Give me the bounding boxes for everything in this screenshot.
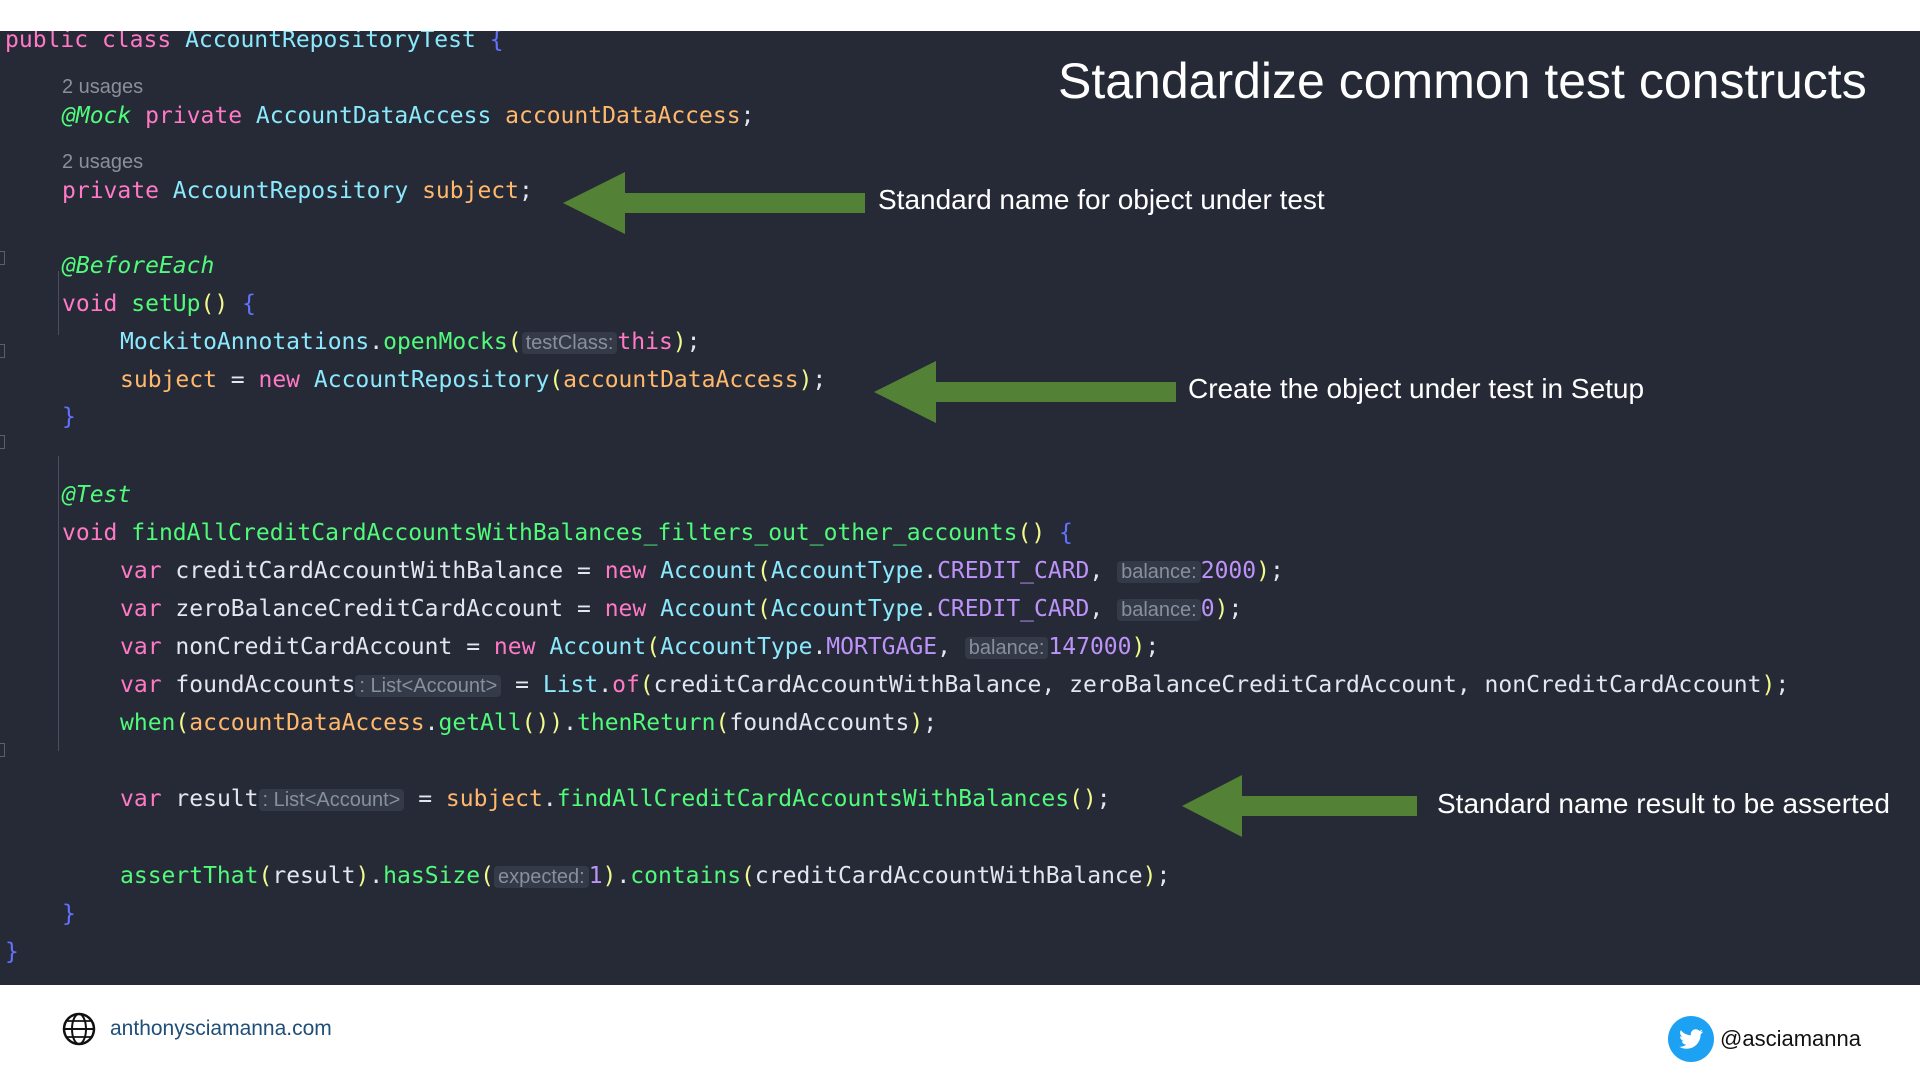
parameter-hint: testClass: — [521, 332, 618, 354]
keyword: var — [120, 558, 162, 584]
number-literal: 147000 — [1048, 634, 1132, 660]
callout-setup: Create the object under test in Setup — [1188, 373, 1645, 404]
method-name: assertThat — [120, 863, 259, 889]
annotation: @BeforeEach — [62, 253, 215, 279]
field-name: accountDataAccess — [563, 367, 799, 393]
method-name: openMocks — [383, 329, 508, 355]
keyword: void — [62, 520, 118, 546]
indent-guide — [58, 271, 59, 335]
field-name: subject — [422, 178, 519, 204]
code-line-var-credit[interactable]: var creditCardAccountWithBalance = new A… — [120, 558, 1284, 584]
method-name: of — [612, 672, 640, 698]
class-name: AccountRepository — [313, 367, 550, 393]
brace: { — [489, 31, 504, 53]
fold-marker[interactable] — [0, 344, 5, 358]
enum-constant: CREDIT_CARD — [937, 558, 1090, 584]
fold-marker[interactable] — [0, 743, 5, 757]
code-line-var-zero[interactable]: var zeroBalanceCreditCardAccount = new A… — [120, 596, 1243, 622]
annotation: @Mock — [62, 103, 132, 129]
parameter-hint: balance: — [1117, 561, 1201, 583]
keyword: public — [5, 31, 89, 53]
number-literal: 2000 — [1200, 558, 1257, 584]
brace: { — [242, 291, 256, 317]
code-line-assert[interactable]: assertThat(result).hasSize(expected:1).c… — [120, 863, 1171, 889]
twitter-bird-icon — [1668, 1016, 1714, 1062]
variable-name: creditCardAccountWithBalance — [175, 558, 564, 584]
fold-marker[interactable] — [0, 251, 5, 265]
parameter-hint: balance: — [964, 637, 1049, 659]
keyword: new — [258, 367, 301, 393]
code-line-close-brace[interactable]: } — [62, 901, 76, 927]
code-line-beforeeach[interactable]: @BeforeEach — [62, 250, 214, 282]
code-line-mock-field[interactable]: @Mock private AccountDataAccess accountD… — [62, 100, 754, 132]
field-name: accountDataAccess — [505, 103, 741, 129]
keyword: class — [101, 31, 172, 53]
annotation: @Test — [62, 482, 132, 508]
keyword: private — [145, 103, 243, 129]
code-line-var-result[interactable]: var result: List<Account> = subject.find… — [120, 786, 1111, 812]
code-line-setup-method[interactable]: void setUp() { — [62, 288, 256, 320]
number-literal: 0 — [1200, 596, 1215, 622]
code-line-close-brace[interactable]: } — [62, 401, 76, 433]
parameter-hint: balance: — [1117, 599, 1201, 621]
code-line-var-found[interactable]: var foundAccounts: List<Account> = List.… — [120, 672, 1790, 698]
footer-website[interactable]: anthonysciamanna.com — [62, 1012, 332, 1046]
type-name: AccountRepository — [172, 178, 409, 204]
method-name: when — [120, 710, 176, 736]
class-name: AccountRepositoryTest — [185, 31, 476, 53]
indent-guide — [58, 456, 59, 751]
code-line-var-noncredit[interactable]: var nonCreditCardAccount = new Account(A… — [120, 634, 1160, 660]
code-line-subject-init[interactable]: subject = new AccountRepository(accountD… — [120, 367, 827, 393]
callout-result-name: Standard name result to be asserted — [1437, 788, 1890, 819]
arrow-left-icon — [563, 172, 865, 234]
type-hint: : List<Account> — [258, 789, 405, 811]
code-line-test-annotation[interactable]: @Test — [62, 479, 131, 511]
arrow-left-icon — [1182, 775, 1417, 837]
code-line-close-class[interactable]: } — [5, 939, 19, 965]
enum-constant: MORTGAGE — [826, 634, 938, 660]
enum-constant: CREDIT_CARD — [937, 596, 1090, 622]
arrow-left-icon — [874, 361, 1176, 423]
parameter-hint: expected: — [493, 866, 589, 888]
website-link[interactable]: anthonysciamanna.com — [110, 1017, 332, 1040]
code-line-test-method[interactable]: void findAllCreditCardAccountsWithBalanc… — [62, 520, 1073, 546]
semicolon: ; — [740, 103, 755, 129]
fold-marker[interactable] — [0, 435, 5, 449]
footer-twitter[interactable]: @asciamanna — [1668, 1016, 1861, 1062]
globe-icon — [62, 1012, 96, 1046]
usages-hint[interactable]: 2 usages — [62, 151, 144, 173]
method-name: findAllCreditCardAccountsWithBalances_fi… — [131, 520, 1018, 546]
semicolon: ; — [519, 178, 533, 204]
slide-title: Standardize common test constructs — [1058, 53, 1867, 109]
keyword: private — [62, 178, 159, 204]
parens: () — [200, 291, 229, 317]
type-name: AccountDataAccess — [255, 103, 492, 129]
twitter-handle[interactable]: @asciamanna — [1720, 1026, 1861, 1051]
code-line-openmocks[interactable]: MockitoAnnotations.openMocks(testClass:t… — [120, 329, 701, 355]
brace: } — [62, 404, 76, 430]
keyword: void — [62, 291, 118, 317]
field-name: subject — [120, 367, 217, 393]
code-editor: public class AccountRepositoryTest { 2 u… — [0, 31, 1920, 985]
variable-name: result — [175, 786, 259, 812]
class-name: MockitoAnnotations — [120, 329, 370, 355]
type-hint: : List<Account> — [355, 675, 502, 697]
variable-name: zeroBalanceCreditCardAccount — [175, 596, 564, 622]
code-line-class-declaration[interactable]: public class AccountRepositoryTest { — [5, 31, 504, 56]
variable-name: nonCreditCardAccount — [175, 634, 453, 660]
keyword: this — [617, 329, 673, 355]
code-line-subject-field[interactable]: private AccountRepository subject; — [62, 175, 533, 207]
method-name: setUp — [131, 291, 201, 317]
variable-name: foundAccounts — [175, 672, 356, 698]
usages-hint[interactable]: 2 usages — [62, 76, 144, 98]
code-line-when[interactable]: when(accountDataAccess.getAll()).thenRet… — [120, 710, 938, 736]
callout-subject-name: Standard name for object under test — [878, 184, 1325, 215]
